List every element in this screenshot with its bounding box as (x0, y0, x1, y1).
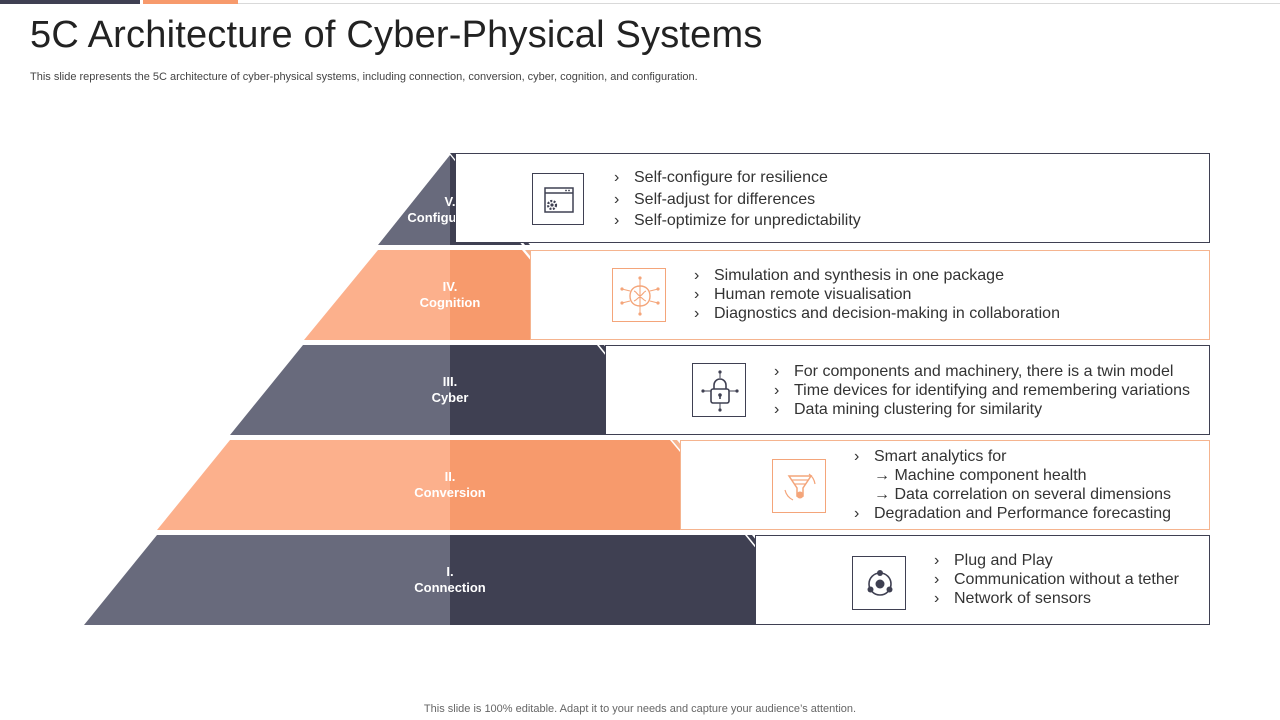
list-item: Diagnostics and decision-making in colla… (694, 304, 1060, 323)
pyramid-level-2-left (157, 440, 450, 530)
conversion-funnel-icon (772, 459, 826, 513)
list-item: Data mining clustering for similarity (774, 400, 1190, 419)
level-3-name: Cyber (431, 390, 469, 405)
list-item: Self-configure for resilience (614, 167, 861, 189)
level-3-points: For components and machinery, there is a… (774, 362, 1190, 419)
level-4-numeral: IV. (442, 279, 458, 294)
slide-subtitle: This slide represents the 5C architectur… (30, 71, 698, 83)
list-item: For components and machinery, there is a… (774, 362, 1190, 381)
pyramid-level-4-left (304, 250, 450, 340)
pyramid-level-3-left (230, 345, 450, 435)
top-divider-line (238, 3, 1280, 4)
level-5-points: Self-configure for resilience Self-adjus… (614, 167, 861, 232)
list-item: Simulation and synthesis in one package (694, 266, 1060, 285)
level-1-points: Plug and Play Communication without a te… (934, 551, 1179, 608)
level-1-label: I. Connection (380, 564, 520, 596)
level-2-points: Smart analytics for → Machine component … (854, 447, 1171, 523)
list-item: Plug and Play (934, 551, 1179, 570)
list-item: Degradation and Performance forecasting (854, 504, 1171, 523)
level-3-label: III. Cyber (380, 374, 520, 406)
pyramid-level-2-right (450, 440, 745, 530)
list-item: Smart analytics for (854, 447, 1171, 466)
list-item: Self-adjust for differences (614, 189, 861, 211)
level-3-numeral: III. (442, 374, 458, 389)
top-accent-bar-dark (0, 0, 140, 4)
list-item: Time devices for identifying and remembe… (774, 381, 1190, 400)
list-item: Self-optimize for unpredictability (614, 210, 861, 232)
level-4-name: Cognition (419, 295, 481, 310)
list-item: Human remote visualisation (694, 285, 1060, 304)
slide-title: 5C Architecture of Cyber-Physical System… (30, 14, 763, 56)
level-2-numeral: II. (444, 469, 456, 484)
list-subitem: → Data correlation on several dimensions (874, 486, 1172, 503)
level-2-label: II. Conversion (380, 469, 520, 501)
brain-circuit-icon (612, 268, 666, 322)
level-4-label: IV. Cognition (380, 279, 520, 311)
level-1-numeral: I. (446, 564, 454, 579)
pyramid-level-1-right (450, 535, 818, 625)
pyramid-level-1-left (84, 535, 450, 625)
list-subitem: → Machine component health (874, 467, 1087, 484)
network-hub-icon (852, 556, 906, 610)
level-5-numeral: V. (444, 194, 456, 209)
pyramid-level-5-left (378, 155, 450, 245)
list-item: Network of sensors (934, 589, 1179, 608)
level-1-name: Connection (414, 580, 486, 595)
lock-circuit-icon (692, 363, 746, 417)
level-4-points: Simulation and synthesis in one package … (694, 266, 1060, 323)
level-2-name: Conversion (414, 485, 486, 500)
slide-footer: This slide is 100% editable. Adapt it to… (423, 703, 857, 715)
top-accent-bar-orange (143, 0, 238, 4)
list-item: Communication without a tether (934, 570, 1179, 589)
settings-window-icon (532, 173, 584, 225)
